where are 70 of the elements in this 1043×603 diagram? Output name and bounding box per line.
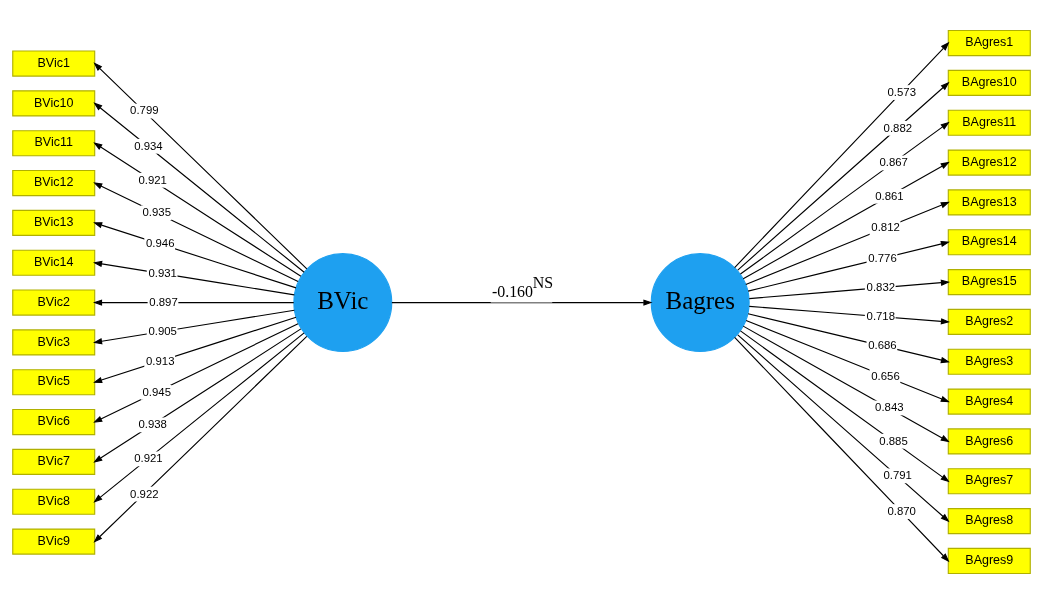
node-box: BAgres15 [947,268,1031,295]
edge-label: 0.931 [148,266,177,279]
edge-label: 0.843 [875,400,904,413]
arrow [93,61,308,269]
node-box: BAgres6 [947,427,1031,454]
edge-label: 0.934 [134,139,163,152]
arrow [93,316,297,383]
node-circle: Bagres [650,252,750,352]
edge-label: 0.922 [130,487,159,499]
edge-label: 0.885 [879,434,908,447]
edge-label: 0.573 [887,85,917,98]
arrow [93,309,295,344]
node-box: BAgres14 [947,228,1031,255]
node-circle: BVic [293,252,393,352]
node-box: BAgres10 [947,69,1031,96]
node-box: BAgres2 [947,308,1031,335]
node-box: BVic9 [12,528,96,555]
edge-label: 0.867 [879,155,908,168]
node-box: BVic10 [12,89,96,116]
node-box: BVic8 [12,488,96,515]
node-box: BAgres7 [947,467,1031,494]
arrow [745,319,950,402]
edge-label: 0.897 [149,295,178,308]
edge-label: 0.938 [138,417,167,430]
edge-label: 0.905 [148,324,177,337]
edge-label: 0.945 [142,385,171,398]
node-box: BAgres4 [947,388,1031,415]
node-box: BVic12 [12,169,96,196]
arrow [93,221,297,288]
node-box: BVic6 [12,408,96,435]
arrow [747,240,950,292]
node-box: BVic7 [12,448,96,475]
edge-label: 0.656 [871,369,900,382]
arrow [747,312,950,363]
arrow [742,325,950,442]
node-box: BAgres12 [947,149,1031,176]
node-box: BVic14 [12,249,96,276]
edge-label: 0.791 [883,468,912,481]
arrow [742,161,950,279]
edge-label: 0.812 [871,220,900,233]
edge-label: 0.913 [146,354,175,367]
node-box: BVic3 [12,328,96,355]
node-box: BVic13 [12,209,96,236]
edge-label: 0.921 [134,451,163,464]
arrow [745,201,950,285]
edge-label: 0.861 [875,189,904,202]
node-box: BAgres9 [947,547,1031,574]
arrow [93,327,302,463]
node-box: BVic2 [12,289,96,316]
edge-label: 0.832 [866,280,896,293]
node-box: BVic5 [12,368,96,395]
node-box: BVic1 [12,49,96,77]
arrow [93,141,302,277]
node-box: BAgres11 [947,109,1031,136]
node-box: BVic11 [12,129,96,156]
edge-label: 0.686 [868,338,897,351]
arrow [93,335,308,543]
edge-label: 0.921 [138,173,167,186]
edge-label: 0.718 [866,309,896,322]
node-box: BAgres8 [947,507,1031,534]
edge-label: 0.946 [146,236,175,249]
node-box: BAgres3 [947,348,1031,375]
edge-label: 0.776 [868,251,897,264]
edge-label: 0.882 [883,121,913,134]
arrow [93,260,295,295]
edge-label: 0.799 [130,103,159,116]
edge-label: 0.870 [887,504,916,517]
node-box: BAgres13 [947,188,1031,215]
edge-label: 0.935 [142,205,171,218]
node-box: BAgres1 [947,29,1031,56]
